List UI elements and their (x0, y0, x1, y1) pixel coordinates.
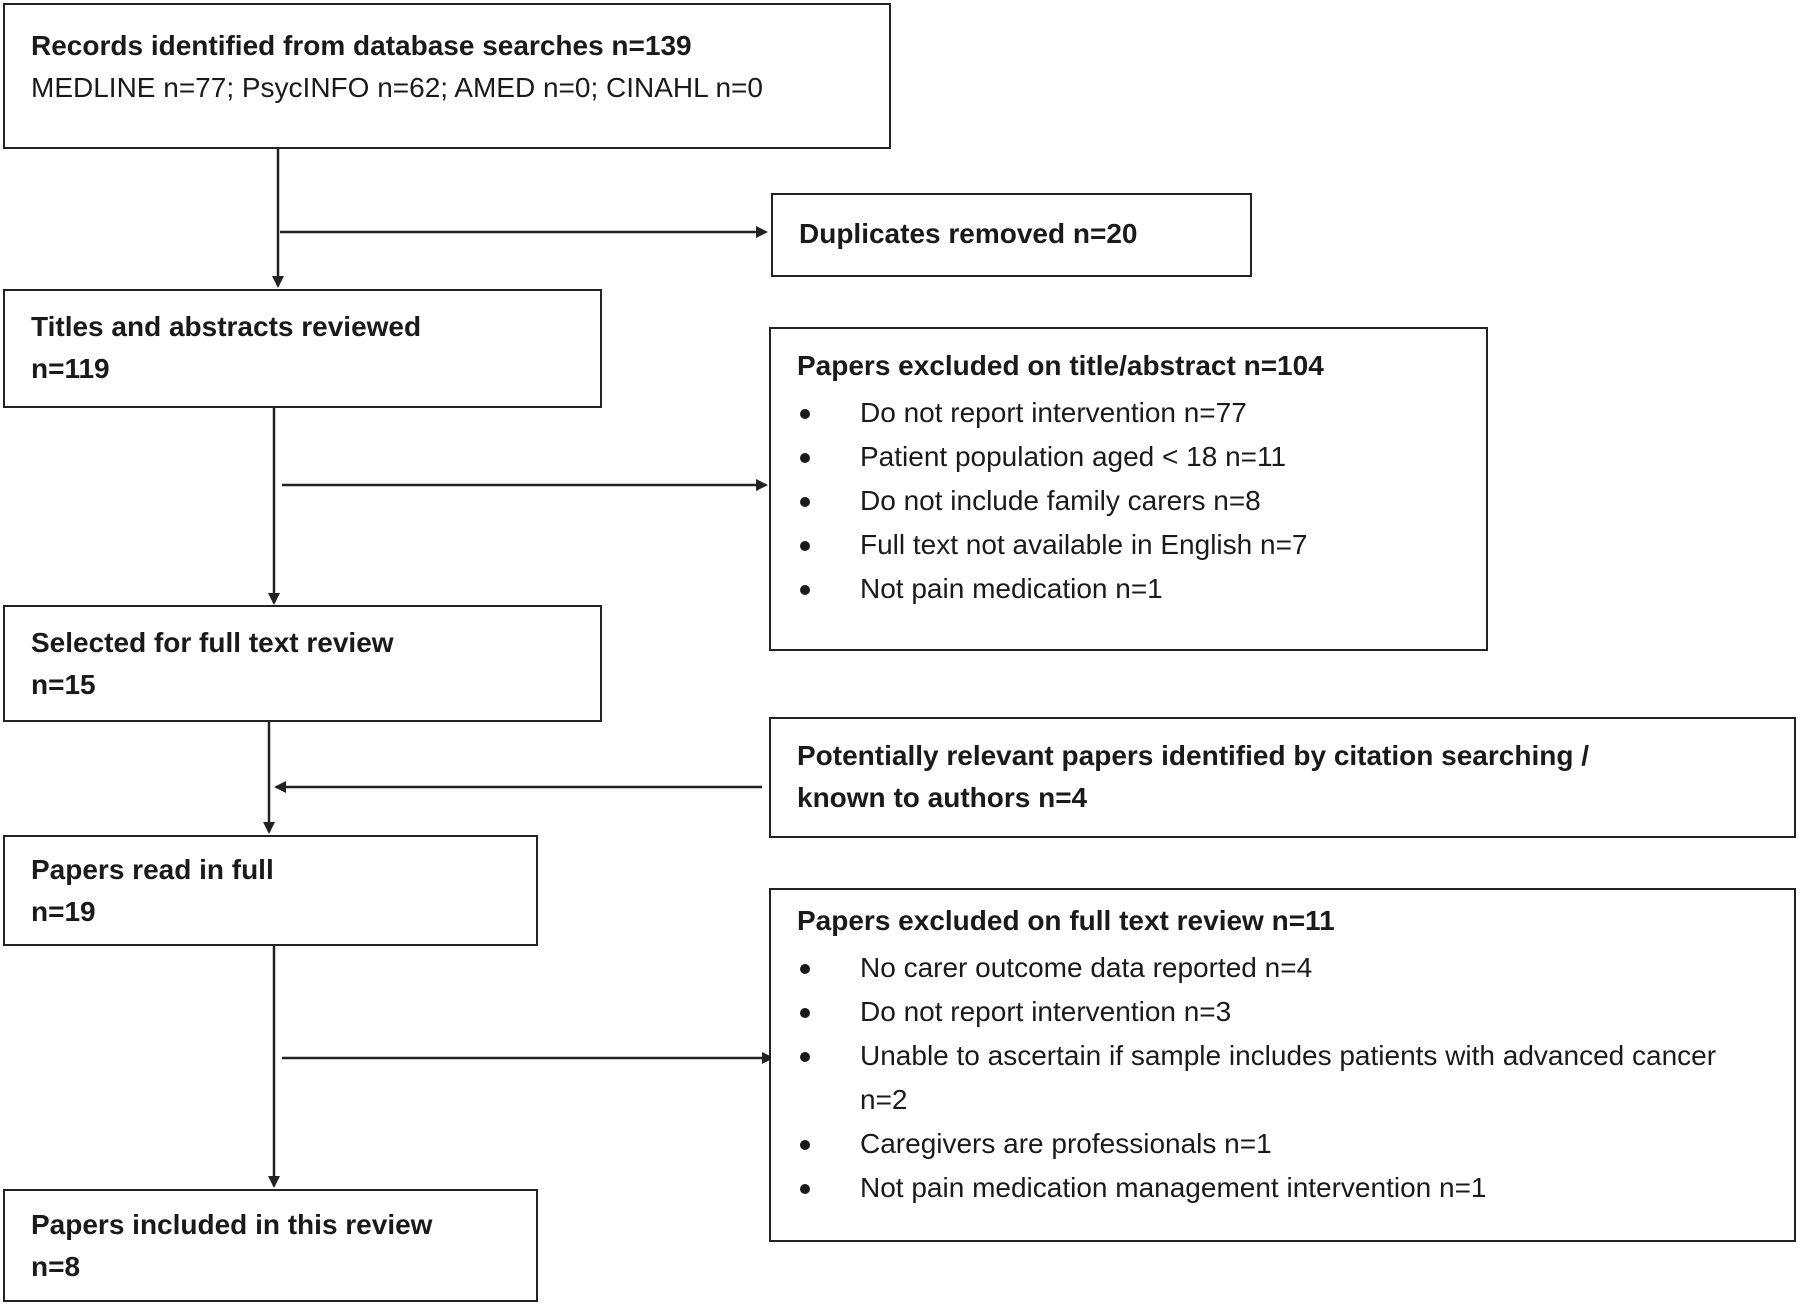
list-item: Not pain medication n=1 (797, 567, 1460, 611)
papers-included-count: n=8 (31, 1251, 81, 1282)
citation-searching-box: Potentially relevant papers identified b… (769, 717, 1796, 838)
excluded-full-text-list: No carer outcome data reported n=4 Do no… (797, 946, 1768, 1210)
list-item: Unable to ascertain if sample includes p… (797, 1034, 1768, 1122)
papers-included-box: Papers included in this review n=8 (3, 1189, 538, 1302)
titles-abstracts-box: Titles and abstracts reviewed n=119 (3, 289, 602, 408)
excluded-title-abstract-box: Papers excluded on title/abstract n=104 … (769, 327, 1488, 651)
list-item: Patient population aged < 18 n=11 (797, 435, 1460, 479)
list-item: Full text not available in English n=7 (797, 523, 1460, 567)
list-item: No carer outcome data reported n=4 (797, 946, 1768, 990)
papers-read-full-title: Papers read in full (31, 854, 274, 885)
records-identified-box: Records identified from database searche… (3, 3, 891, 149)
list-item: Not pain medication management intervent… (797, 1166, 1768, 1210)
citation-searching-title-2: known to authors n=4 (797, 782, 1088, 813)
list-item: Caregivers are professionals n=1 (797, 1122, 1768, 1166)
list-item: Do not report intervention n=3 (797, 990, 1768, 1034)
papers-included-title: Papers included in this review (31, 1209, 433, 1240)
selected-full-text-count: n=15 (31, 669, 96, 700)
duplicates-removed-title: Duplicates removed n=20 (799, 218, 1138, 249)
list-item: Do not include family carers n=8 (797, 479, 1460, 523)
excluded-title-abstract-title: Papers excluded on title/abstract n=104 (797, 350, 1324, 381)
papers-read-full-count: n=19 (31, 896, 96, 927)
selected-full-text-title: Selected for full text review (31, 627, 394, 658)
records-identified-title: Records identified from database searche… (31, 30, 692, 61)
selected-full-text-box: Selected for full text review n=15 (3, 605, 602, 722)
records-identified-detail: MEDLINE n=77; PsycINFO n=62; AMED n=0; C… (31, 72, 763, 103)
excluded-title-abstract-list: Do not report intervention n=77 Patient … (797, 391, 1460, 611)
titles-abstracts-title: Titles and abstracts reviewed (31, 311, 422, 342)
duplicates-removed-box: Duplicates removed n=20 (771, 193, 1252, 277)
list-item: Do not report intervention n=77 (797, 391, 1460, 435)
citation-searching-title: Potentially relevant papers identified b… (797, 740, 1589, 771)
excluded-full-text-box: Papers excluded on full text review n=11… (769, 888, 1796, 1242)
papers-read-full-box: Papers read in full n=19 (3, 835, 538, 946)
titles-abstracts-count: n=119 (31, 353, 110, 384)
excluded-full-text-title: Papers excluded on full text review n=11 (797, 905, 1335, 936)
